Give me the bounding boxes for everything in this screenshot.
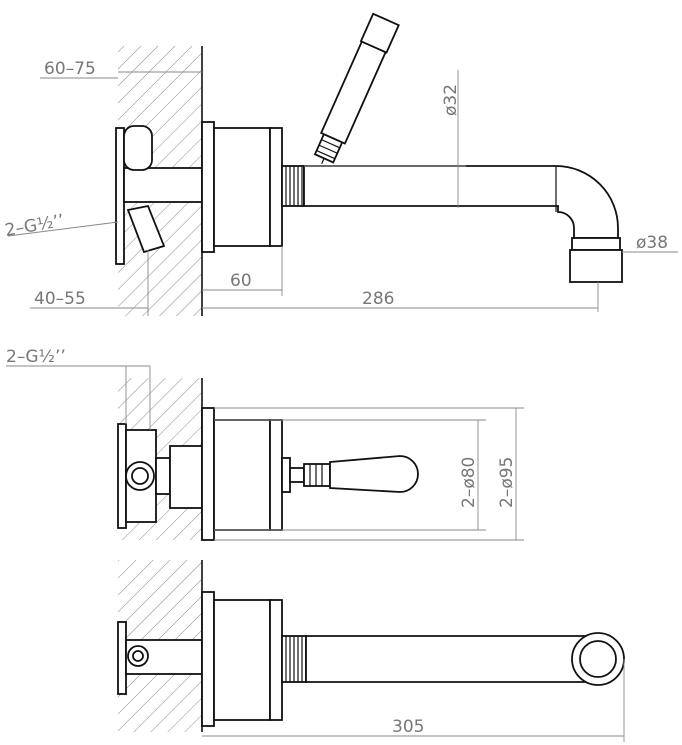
aerator-ring — [571, 237, 621, 251]
inner-plate-label: 2–ø80 — [459, 457, 479, 508]
dimension-wall-depth: 60–75 — [40, 59, 202, 79]
body-length-label: 60 — [230, 271, 252, 291]
handle-lever-front — [281, 455, 419, 493]
dimension-install-depth: 40–55 — [30, 289, 148, 309]
dimension-pipe-thread-front: 2–G½’’ — [6, 347, 151, 430]
pipe-thread-label: 2–G½’’ — [3, 211, 65, 241]
dimension-spout-length-bottom: 305 — [202, 659, 625, 742]
inlet-ring-inner-bottom — [132, 650, 144, 662]
body-ring-bottom — [269, 599, 283, 721]
escutcheon-plate-front — [201, 407, 215, 541]
rough-in-plate-front — [117, 423, 127, 529]
rough-in-body — [123, 167, 203, 203]
rough-in-stem-front — [155, 457, 171, 495]
front-view: 2–G½’’ 2–ø80 2–ø95 — [6, 347, 524, 541]
spout-thread-bottom — [285, 636, 303, 682]
rough-in-knob — [123, 125, 153, 171]
escutcheon-plate — [201, 121, 215, 253]
rough-in-plate-bottom — [117, 621, 127, 695]
spout-length-label: 286 — [362, 289, 394, 309]
body-cylinder — [213, 127, 271, 247]
aerator — [569, 249, 623, 283]
dimension-body-length: 60 — [202, 246, 283, 296]
outer-plate-label: 2–ø95 — [497, 457, 517, 508]
spout-pipe — [303, 165, 619, 239]
cartridge-front — [169, 445, 203, 509]
spout-neck — [281, 165, 305, 207]
body-ring — [269, 127, 283, 247]
body-cylinder-front — [213, 419, 271, 531]
body-ring-front — [269, 419, 283, 531]
install-depth-label: 40–55 — [34, 289, 86, 309]
outlet-diameter-label: ø38 — [636, 233, 668, 253]
spout-length-label-bottom: 305 — [392, 717, 424, 737]
spout-end-inner — [579, 640, 617, 678]
body-cylinder-bottom — [213, 599, 271, 721]
dimension-spout-length: 286 — [202, 282, 599, 312]
dimension-pipe-thread: 2–G½’’ — [3, 211, 119, 241]
dimension-outlet-diameter: ø38 — [622, 233, 678, 253]
lever-handle — [313, 12, 400, 165]
bottom-view: 305 — [117, 560, 625, 742]
spout-diameter-label: ø32 — [441, 84, 461, 116]
dimension-inner-plate: 2–ø80 — [214, 419, 486, 531]
escutcheon-plate-bottom — [201, 591, 215, 727]
dimension-spout-diameter: ø32 — [304, 70, 466, 208]
wall-depth-label: 60–75 — [44, 59, 96, 79]
pipe-thread-label-front: 2–G½’’ — [6, 347, 66, 367]
dimension-outer-plate: 2–ø95 — [214, 407, 524, 541]
rough-in-plate — [115, 127, 125, 265]
spout-thread — [285, 166, 303, 206]
top-view: 60–75 2–G½’’ 40–55 60 286 ø32 ø38 — [3, 12, 678, 316]
spout-pipe-bottom — [305, 635, 617, 685]
inlet-ring-inner — [131, 467, 149, 485]
inlet-fitting — [126, 204, 166, 254]
